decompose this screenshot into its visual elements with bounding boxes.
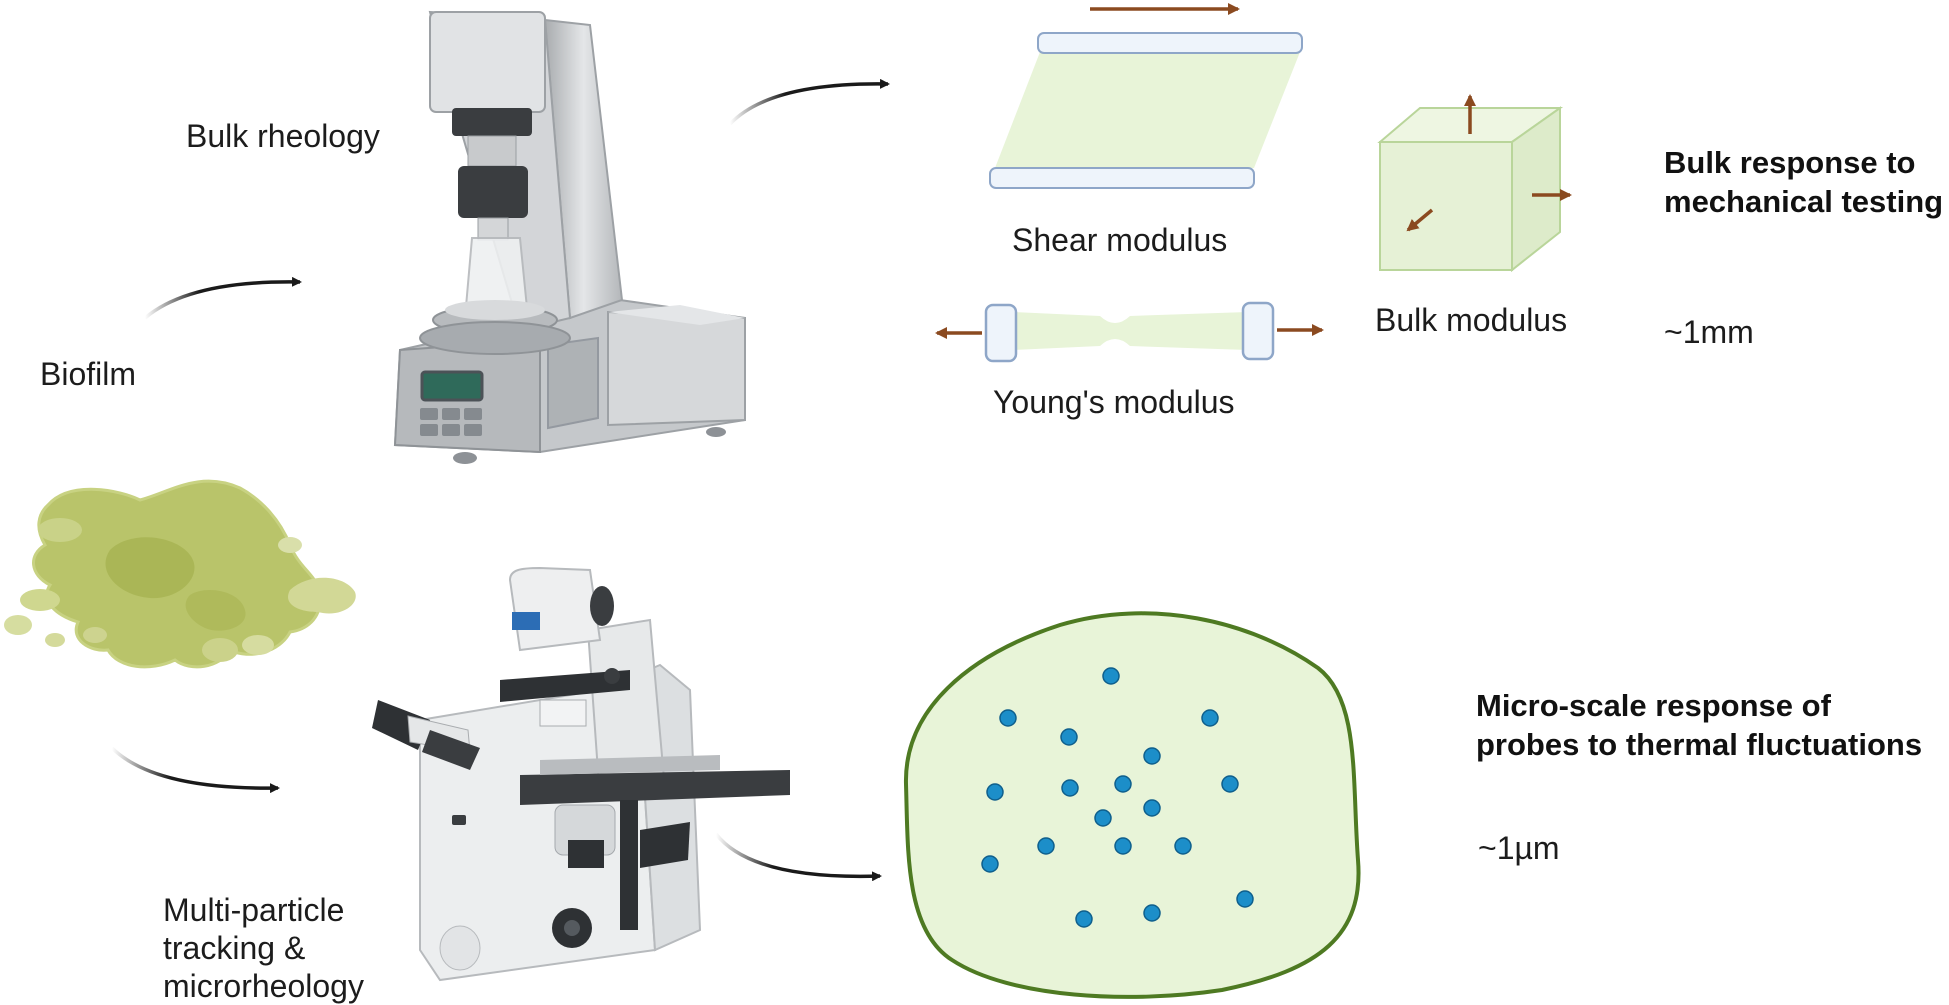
multi-particle-label-line1: Multi-particle (163, 892, 345, 928)
micro-scale-label: ~1µm (1478, 830, 1560, 866)
arrow-rheology-to-moduli (728, 78, 890, 126)
microscope-icon (372, 566, 790, 982)
arrow-microscope-to-gel (714, 832, 882, 882)
bulk-modulus-label: Bulk modulus (1375, 302, 1568, 338)
rheometer-icon (393, 10, 746, 464)
bulk-response-heading-line1: Bulk response to (1664, 145, 1916, 180)
bulk-response-heading-line2: mechanical testing (1664, 184, 1944, 219)
probe-beads (981, 667, 1254, 928)
multi-particle-label-line2: tracking & (163, 930, 306, 966)
bulk-rheology-label: Bulk rheology (186, 118, 380, 154)
micro-response-heading-line1: Micro-scale response of (1476, 688, 1831, 723)
arrow-biofilm-to-rheology (143, 276, 302, 320)
multi-particle-label-line3: microrheology (163, 968, 364, 1004)
biofilm-icon (4, 479, 356, 669)
bulk-scale-label: ~1mm (1664, 314, 1754, 350)
bulk-cube-icon (1377, 94, 1572, 273)
arrow-biofilm-to-microscope (110, 746, 280, 794)
shear-modulus-label: Shear modulus (1012, 222, 1228, 258)
biofilm-label: Biofilm (40, 356, 137, 392)
youngs-modulus-label: Young's modulus (993, 384, 1235, 420)
micro-response-heading-line2: probes to thermal fluctuations (1476, 727, 1923, 762)
gel-droplet-icon (903, 611, 1361, 999)
shear-diagram-icon (989, 3, 1303, 189)
tension-diagram-icon (935, 301, 1324, 363)
